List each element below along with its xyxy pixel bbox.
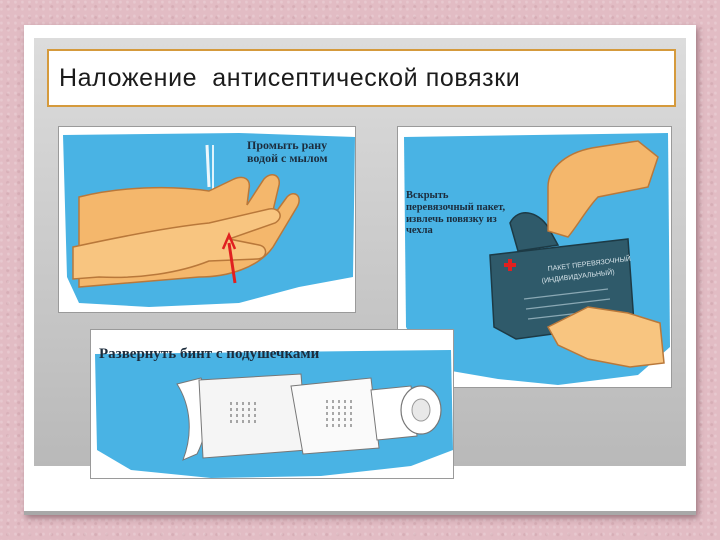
slide-title: Наложение антисептической повязки xyxy=(59,63,521,92)
caption-unroll-bandage: Развернуть бинт с подушечками xyxy=(99,346,320,362)
bandage-roll-illustration xyxy=(95,350,453,478)
panel-open-package: ПАКЕТ ПЕРЕВЯЗОЧНЫЙ (ИНДИВИДУАЛЬНЫЙ) Вскр… xyxy=(397,126,672,388)
panel-wash-wound: Промыть рану водой с мылом xyxy=(58,126,356,313)
caption-wash-wound: Промыть рану водой с мылом xyxy=(247,138,328,166)
slide-title-box: Наложение антисептической повязки xyxy=(47,49,676,107)
panel-unroll-bandage: Развернуть бинт с подушечками xyxy=(90,329,454,479)
hands-washing-illustration xyxy=(63,133,355,307)
bandage-package-illustration: ПАКЕТ ПЕРЕВЯЗОЧНЫЙ (ИНДИВИДУАЛЬНЫЙ) xyxy=(404,133,670,385)
slide-bottom-bar xyxy=(24,511,696,515)
caption-open-package: Вскрыть перевязочный пакет, извлечь повя… xyxy=(406,190,506,237)
